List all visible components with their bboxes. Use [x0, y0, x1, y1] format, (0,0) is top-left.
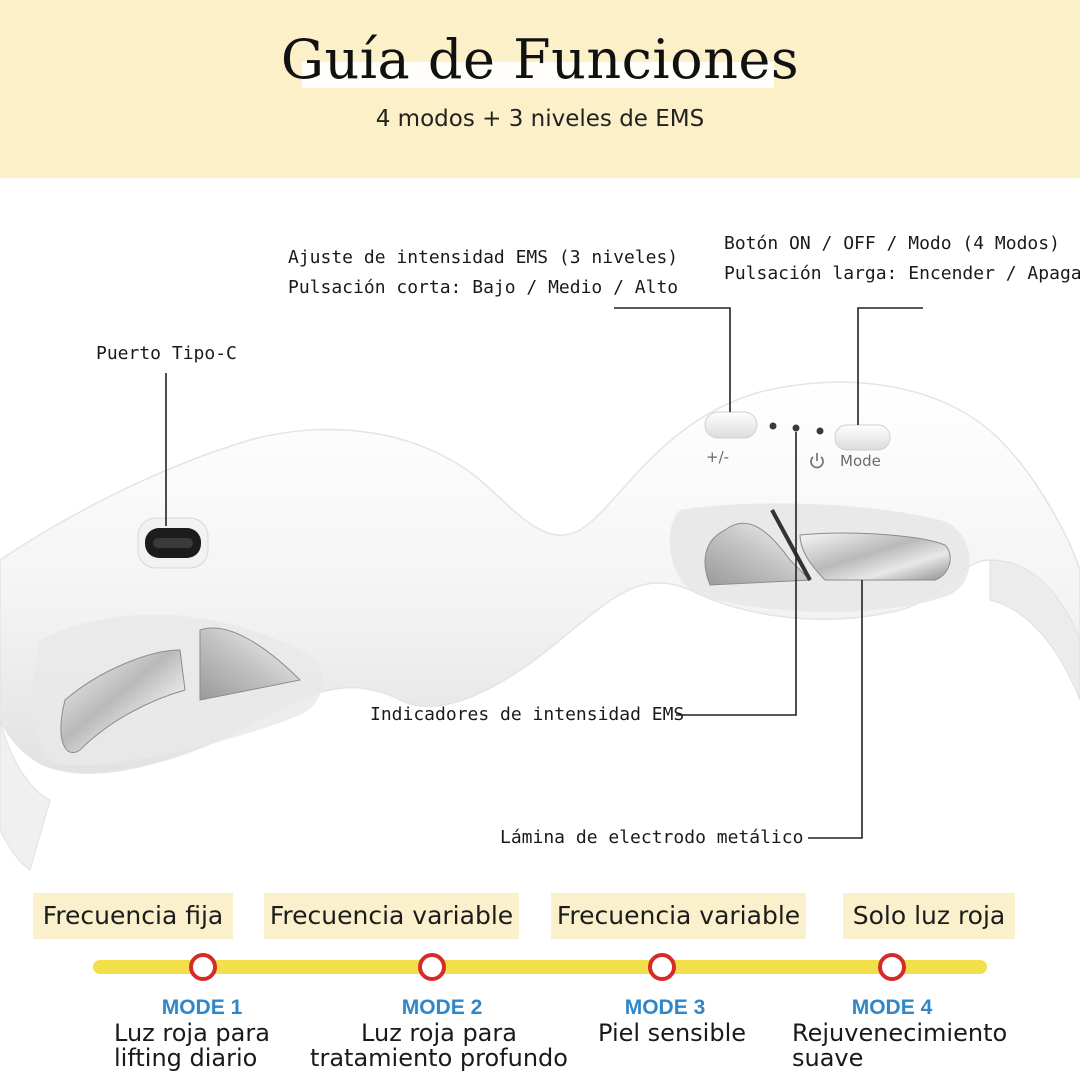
strap-left: [0, 719, 51, 871]
device-illustration: [0, 307, 1080, 871]
mode-4-title: MODE 4: [851, 996, 933, 1019]
leader-lines: [165, 307, 923, 839]
plus-minus-button: [704, 411, 758, 439]
mode-2-description: Luz roja para tratamiento profundo: [310, 1019, 568, 1072]
electrode-right-inner: [704, 522, 812, 586]
title-highlight: [302, 62, 774, 88]
mode-4-description: Rejuvenecimiento suave: [792, 1019, 1008, 1072]
mode-timeline: [93, 953, 987, 981]
ems-indicator-3: [816, 427, 824, 435]
power-icon: [810, 453, 824, 469]
mode-1-marker: [189, 953, 217, 981]
page-title: Guía de Funciones: [280, 28, 800, 91]
mode-3-description: Piel sensible: [598, 1019, 746, 1047]
mode-1-description: Luz roja para lifting diario: [114, 1019, 270, 1072]
mode-button: [834, 424, 891, 451]
callout-power-button: Botón ON / OFF / Modo (4 Modos) Pulsació…: [724, 233, 1080, 284]
ems-indicator-1: [769, 422, 777, 430]
callout-type-c: Puerto Tipo-C: [96, 343, 237, 364]
ems-indicator-2: [792, 424, 800, 432]
mode-4-marker: [878, 953, 906, 981]
mode-2-title: MODE 2: [401, 996, 483, 1019]
callout-ems-adjust: Ajuste de intensidad EMS (3 niveles) Pul…: [288, 247, 679, 298]
mode-2-marker: [418, 953, 446, 981]
electrode-left-inner: [199, 627, 302, 701]
electrode-left-outer: [60, 649, 186, 753]
mode-label: Mode: [840, 452, 881, 470]
mode-1-title: MODE 1: [161, 996, 243, 1019]
header-banner: [0, 0, 1080, 178]
mode-3-marker: [648, 953, 676, 981]
mode-3-title: MODE 3: [624, 996, 706, 1019]
callout-ems-indicators: Indicadores de intensidad EMS: [370, 704, 685, 725]
mode-3-caption: Frecuencia variable: [551, 893, 806, 939]
mode-4-caption: Solo luz roja: [843, 893, 1015, 939]
callout-electrode: Lámina de electrodo metálico: [500, 827, 804, 848]
electrode-right-outer: [799, 532, 951, 581]
page-subtitle: 4 modos + 3 niveles de EMS: [375, 106, 705, 132]
plus-minus-label: +/-: [706, 448, 730, 466]
mode-2-caption: Frecuencia variable: [264, 893, 519, 939]
mode-1-caption: Frecuencia fija: [33, 893, 233, 939]
